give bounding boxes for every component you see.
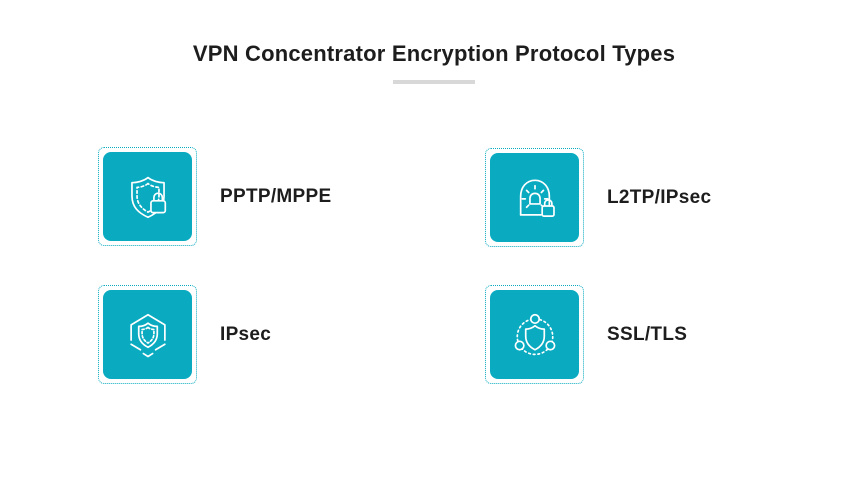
protocol-label: IPsec bbox=[220, 323, 272, 345]
protocol-item-ipsec: IPsec bbox=[98, 285, 271, 384]
tile-dashed-border bbox=[485, 285, 584, 384]
hexagon-shield-icon bbox=[129, 313, 166, 357]
network-shield-icon bbox=[514, 313, 555, 355]
protocol-item-pptp-mppe: PPTP/MPPE bbox=[98, 147, 331, 246]
shield-lock-icon bbox=[130, 176, 166, 218]
protocol-item-l2tp-ipsec: L2TP/IPsec bbox=[485, 148, 711, 247]
tile-pptp-mppe bbox=[103, 152, 192, 241]
tile-dashed-border bbox=[98, 147, 197, 246]
tile-l2tp-ipsec bbox=[490, 153, 579, 242]
page-title: VPN Concentrator Encryption Protocol Typ… bbox=[192, 41, 676, 66]
title-divider bbox=[393, 80, 475, 84]
tile-dashed-border bbox=[485, 148, 584, 247]
protocol-label: PPTP/MPPE bbox=[220, 185, 332, 207]
tunnel-lock-icon bbox=[519, 178, 555, 217]
protocol-label: L2TP/IPsec bbox=[607, 186, 712, 208]
tile-ssl-tls bbox=[490, 290, 579, 379]
tile-ipsec bbox=[103, 290, 192, 379]
protocol-item-ssl-tls: SSL/TLS bbox=[485, 285, 687, 384]
tile-dashed-border bbox=[98, 285, 197, 384]
protocol-label: SSL/TLS bbox=[607, 323, 688, 345]
